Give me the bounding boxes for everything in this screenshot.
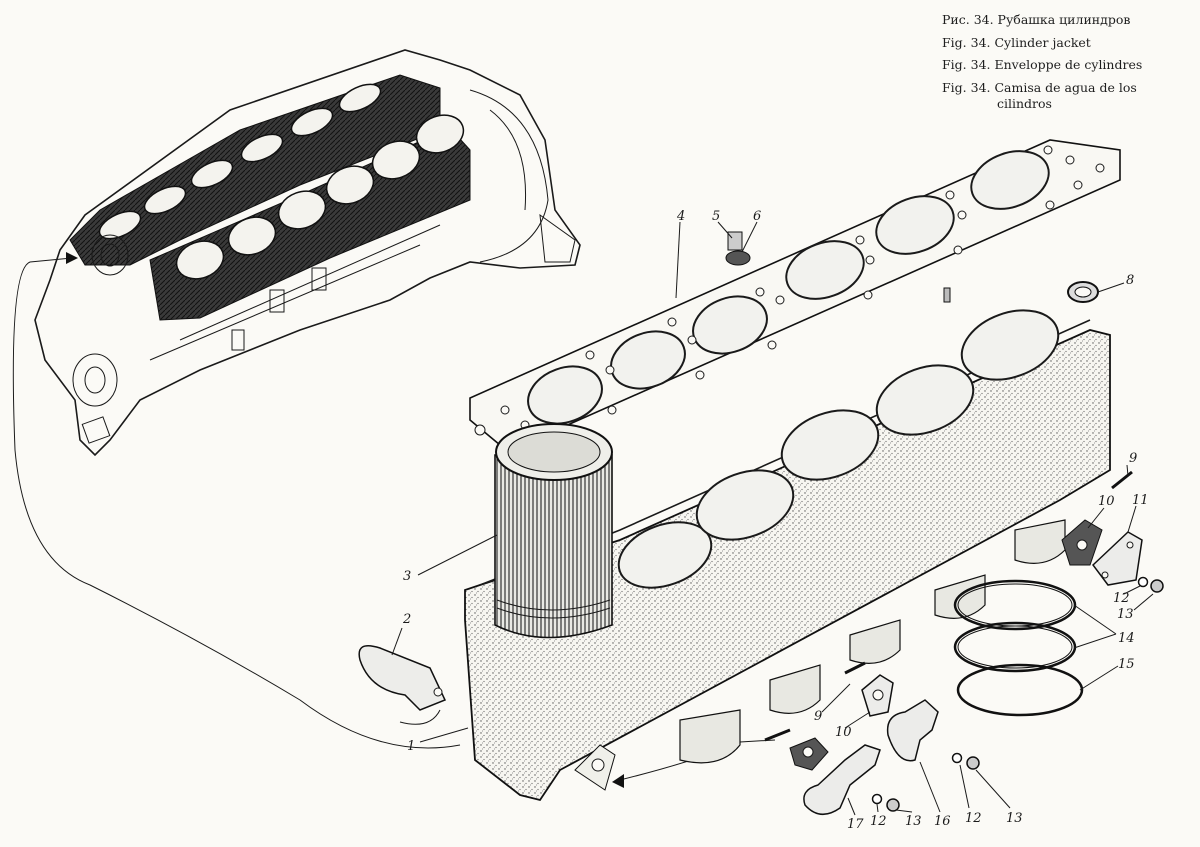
- callout-10-upper: 10: [1098, 494, 1115, 509]
- cylinder-jacket-block: [464, 309, 1111, 802]
- callout-13-lower-a: 13: [905, 814, 922, 829]
- callout-labels: 1 2 3 4 5 6 8 9 10 11 12 13 14 15 9 10 1…: [402, 209, 1149, 832]
- caption-russian: Рис. 34. Рубашка цилиндров: [942, 12, 1131, 27]
- callout-16: 16: [934, 814, 951, 829]
- callout-2: 2: [402, 612, 411, 627]
- part-11-cover: [1091, 531, 1143, 586]
- part-6-seal: [725, 250, 751, 266]
- caption-french: Fig. 34. Enveloppe de cylindres: [942, 57, 1143, 73]
- callout-12-lower-a: 12: [870, 814, 887, 829]
- callout-15: 15: [1118, 657, 1135, 672]
- callout-1: 1: [407, 739, 415, 754]
- callout-8: 8: [1126, 273, 1134, 288]
- arrow-head: [66, 252, 78, 264]
- callout-9-lower: 9: [814, 709, 822, 724]
- part-5-plug: [727, 231, 743, 251]
- head-gasket: [469, 139, 1121, 446]
- part-12-washer-upper: [1137, 576, 1149, 588]
- caption-spanish-continued: cilindros: [997, 95, 1052, 111]
- part-13-nut-upper: [1150, 579, 1164, 593]
- callout-13-upper: 13: [1117, 607, 1134, 622]
- part-14-rings: [953, 579, 1077, 673]
- part-15-ring: [956, 663, 1084, 717]
- part-9-stud-lower: [844, 661, 866, 675]
- reference-arrow-line-lower: [399, 709, 441, 725]
- callout-10-lower: 10: [835, 725, 852, 740]
- callout-6: 6: [753, 209, 761, 224]
- callout-13-lower-b: 13: [1006, 811, 1023, 826]
- part-9-stud-upper: [1111, 470, 1133, 490]
- cylinder-liner: [494, 423, 613, 639]
- part-17-pipe: [803, 744, 881, 815]
- reference-arrow-line: [12, 257, 461, 749]
- callout-14: 14: [1118, 631, 1135, 646]
- figure-captions: Рис. 34. Рубашка цилиндров Fig. 34. Cyli…: [942, 12, 1182, 118]
- callout-12-upper: 12: [1113, 591, 1130, 606]
- callout-5: 5: [712, 209, 720, 224]
- callout-17: 17: [847, 817, 864, 832]
- callout-12-lower-b: 12: [965, 811, 982, 826]
- callout-4: 4: [676, 209, 685, 224]
- caption-spanish: Fig. 34. Camisa de agua de los: [942, 79, 1137, 95]
- caption-english: Fig. 34. Cylinder jacket: [942, 34, 1091, 50]
- leader-lines: [391, 221, 1154, 816]
- callout-11: 11: [1132, 493, 1149, 508]
- engine-assembly: [34, 49, 581, 457]
- part-16-elbow: [886, 699, 939, 762]
- part-2-elbow: [358, 645, 447, 711]
- callout-9-upper: 9: [1129, 451, 1137, 466]
- callout-3: 3: [403, 569, 411, 584]
